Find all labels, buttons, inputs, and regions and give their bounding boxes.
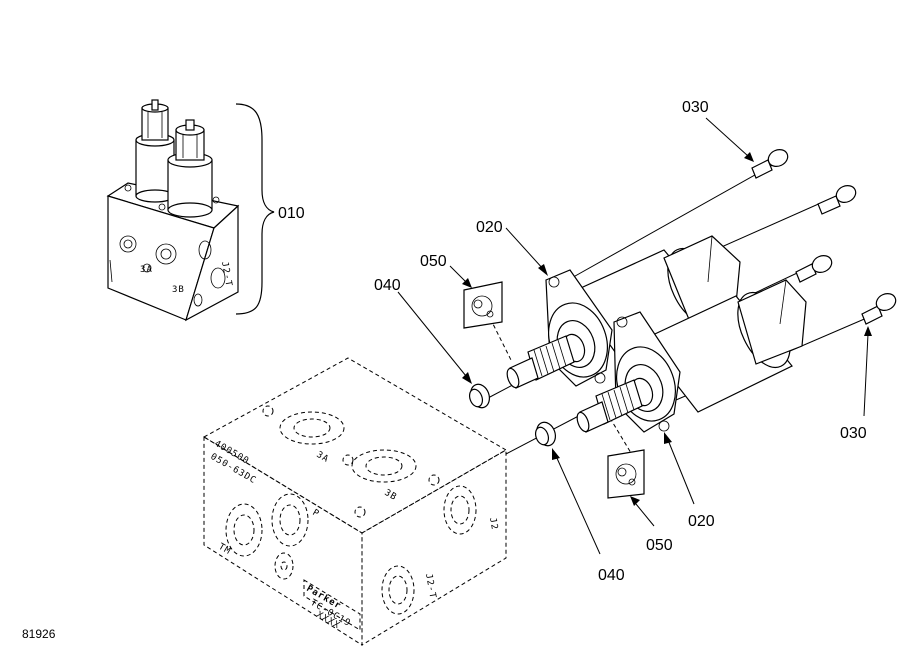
small-port-3b: 3B (172, 285, 185, 295)
manifold-block: 400500 050-63DC 3A 3B P TM J2 J2-T Parke… (203, 357, 507, 646)
callout-020-bottom: 020 (688, 513, 715, 530)
callout-030-right: 030 (840, 425, 867, 442)
screw-030-3 (795, 255, 833, 283)
small-port-3a: 3A (140, 265, 153, 275)
o-ring-040-upper (468, 383, 491, 409)
block-port-tm: TM (217, 542, 233, 557)
solenoid-valve-020-lower (576, 279, 807, 433)
callout-050-top: 050 (420, 253, 447, 270)
callout-010: 010 (278, 205, 305, 222)
screw-030-2 (817, 185, 857, 215)
callout-030-top: 030 (682, 99, 709, 116)
callout-040-bottom: 040 (598, 567, 625, 584)
block-port-j2t: J2-T (423, 573, 437, 600)
block-port-p: P (311, 508, 322, 520)
o-ring-040-lower (534, 421, 557, 447)
block-port-3a: 3A (315, 450, 331, 465)
callout-040-left: 040 (374, 277, 401, 294)
screw-030-1 (751, 149, 789, 179)
block-port-3b: 3B (383, 488, 399, 503)
block-port-j2: J2 (487, 517, 499, 531)
leader-lines (397, 117, 872, 555)
seal-kit-050-upper (463, 281, 503, 329)
seal-kit-050-lower (607, 449, 645, 499)
callout-020-top: 020 (476, 219, 503, 236)
drawing-number: 81926 (22, 627, 56, 641)
callout-050-bottom: 050 (646, 537, 673, 554)
screw-030-4 (861, 293, 897, 325)
small-port-j2: J2-T (219, 261, 233, 288)
valve-assembly-010: 3A 3B J2-T (106, 99, 275, 322)
